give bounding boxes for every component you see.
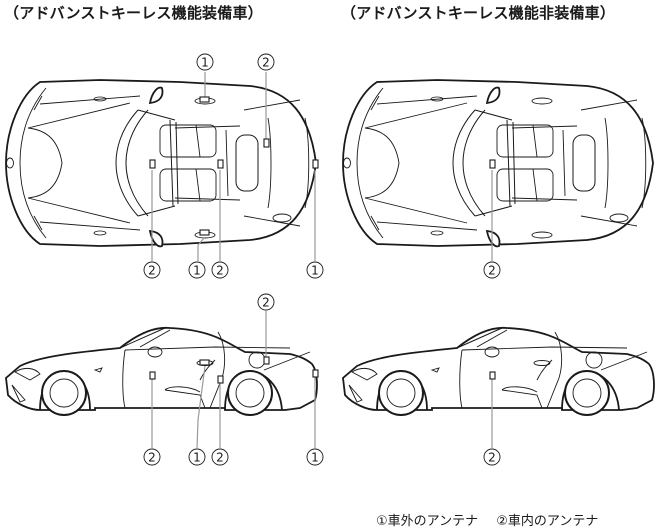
svg-text:2: 2 [148, 451, 156, 465]
legend-item-exterior-antenna: ①車外のアンテナ [376, 514, 479, 529]
car-side-view-equipped: 2 2 1 2 1 [5, 293, 324, 466]
callout-1: 1 [306, 448, 324, 466]
svg-text:2: 2 [262, 56, 270, 70]
svg-text:2: 2 [216, 264, 224, 278]
callout-2: 2 [211, 448, 229, 466]
svg-text:2: 2 [216, 451, 224, 465]
svg-text:1: 1 [193, 264, 201, 278]
antenna-interior-marker [149, 371, 156, 380]
antenna-exterior-marker [199, 359, 210, 366]
callout-1: 1 [188, 261, 206, 279]
antenna-interior-marker [217, 375, 224, 384]
antenna-interior-marker [489, 159, 496, 169]
antenna-interior-marker [263, 356, 270, 365]
antenna-exterior-marker [312, 369, 319, 378]
svg-text:1: 1 [311, 264, 319, 278]
legend-item-interior-antenna: ②車内のアンテナ [496, 514, 599, 529]
antenna-interior-marker [489, 371, 496, 380]
callout-2: 2 [211, 261, 229, 279]
antenna-exterior-marker [199, 229, 210, 236]
car-top-view-not-equipped: 2 [342, 79, 654, 279]
callout-2: 2 [483, 448, 501, 466]
antenna-exterior-marker [199, 96, 210, 103]
callout-2: 2 [483, 261, 501, 279]
callout-1: 1 [188, 448, 206, 466]
legend: ①車外のアンテナ ②車内のアンテナ [376, 510, 612, 529]
heading-equipped: （アドバンストキーレス機能装備車） [4, 4, 263, 22]
svg-text:2: 2 [488, 264, 496, 278]
svg-text:1: 1 [201, 56, 209, 70]
svg-text:1: 1 [193, 451, 201, 465]
svg-text:2: 2 [148, 264, 156, 278]
antenna-interior-marker [149, 159, 156, 169]
callout-2: 2 [257, 53, 275, 71]
svg-text:2: 2 [488, 451, 496, 465]
svg-text:1: 1 [311, 451, 319, 465]
antenna-interior-marker [217, 159, 224, 169]
heading-not-equipped: （アドバンストキーレス機能非装備車） [341, 4, 616, 22]
callout-2: 2 [143, 448, 161, 466]
antenna-exterior-marker [312, 159, 319, 169]
svg-text:2: 2 [262, 296, 270, 310]
callout-2: 2 [143, 261, 161, 279]
callout-1: 1 [196, 53, 214, 71]
callout-2: 2 [257, 293, 275, 311]
callout-1: 1 [306, 261, 324, 279]
car-top-view-equipped: 1 2 2 1 2 1 [5, 53, 324, 279]
antenna-interior-marker [263, 138, 270, 148]
car-side-view-not-equipped: 2 [342, 326, 655, 466]
